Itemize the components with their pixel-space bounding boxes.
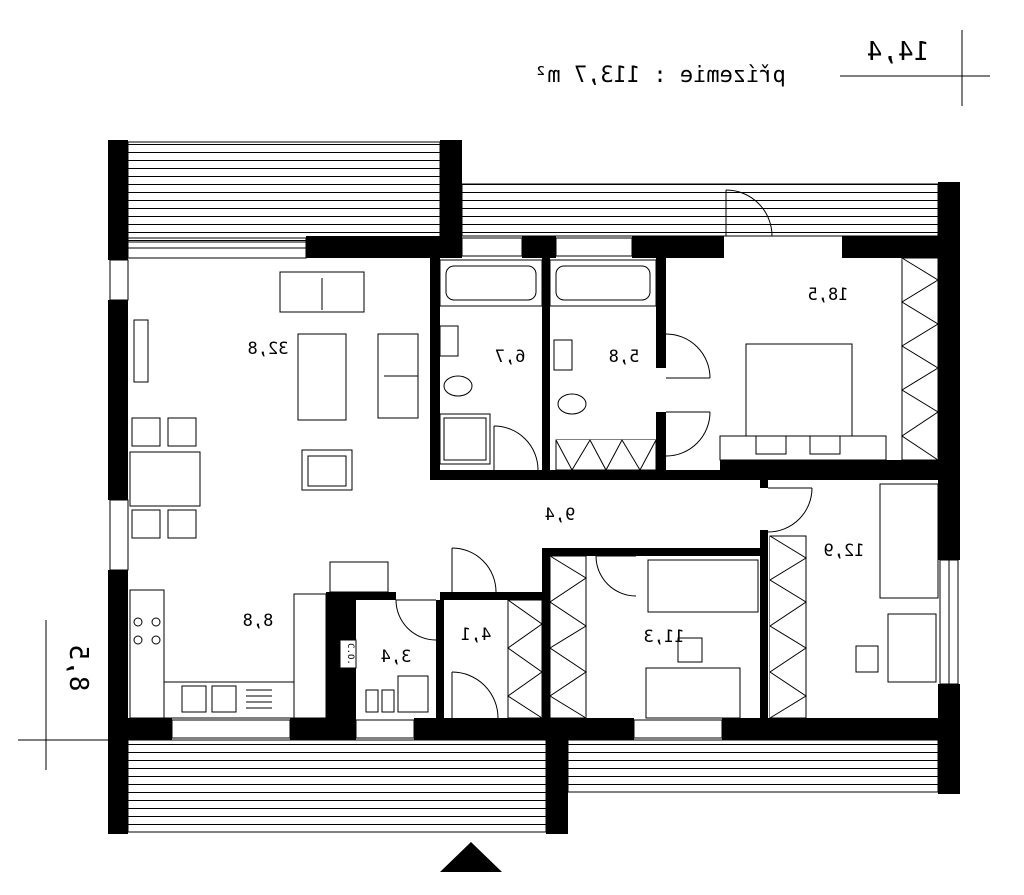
terrace-bottom-right (567, 739, 939, 793)
bedroom-master-furniture (719, 343, 887, 461)
kitchen-furniture (129, 561, 389, 719)
dimension-depth: 8,5 (63, 645, 93, 692)
dimension-lines (18, 30, 990, 770)
wardrobes (507, 257, 939, 719)
boiler-label: C.O. (345, 643, 355, 665)
windows (109, 237, 959, 739)
room-area-utility: 3,4 (381, 647, 412, 667)
room-area-bath-1: 6,7 (495, 347, 526, 367)
living-furniture (129, 271, 419, 539)
room-area-bath-2: 5,8 (609, 347, 640, 367)
door-swings (395, 189, 813, 719)
bath-1-fixtures (439, 259, 543, 465)
entrance-arrow-icon (440, 842, 502, 872)
exterior-walls (108, 236, 960, 740)
bath-2-fixtures (549, 259, 657, 415)
room-area-entry: 4,1 (461, 625, 492, 645)
room-area-living: 32,8 (248, 339, 289, 359)
room-area-kitchen: 8,8 (243, 611, 274, 631)
utility-fixtures (339, 639, 429, 713)
terrace-bottom-left (127, 739, 547, 833)
room-area-bedroom-right: 12,9 (824, 541, 865, 561)
terrace-top-right (461, 183, 939, 237)
room-area-bedroom-master: 18,5 (808, 285, 849, 305)
bedroom-right-furniture (855, 483, 939, 683)
dimension-width: 14,4 (867, 37, 930, 67)
room-mid-furniture (645, 559, 759, 719)
terrace-top-left (127, 141, 441, 243)
interior-walls (326, 258, 940, 720)
room-area-room-mid: 11,3 (644, 627, 685, 647)
room-area-hall: 9,4 (545, 505, 576, 525)
area-label: přízemie : 113,7 m² (534, 63, 786, 88)
